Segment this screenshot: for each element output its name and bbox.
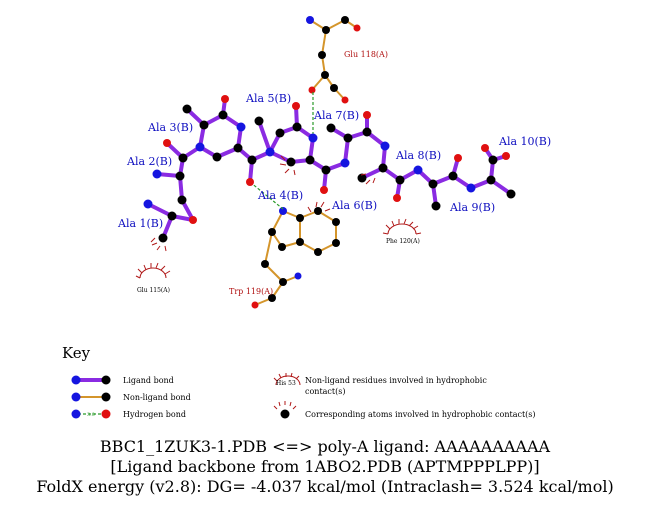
- hbond-ala4-trp119: [249, 181, 284, 210]
- residue-glu118: [306, 16, 361, 104]
- key-hydrophobic-residues-label-line1: Non-ligand residues involved in hydropho…: [305, 376, 487, 385]
- label-ala5: Ala 5(B): [245, 92, 291, 105]
- key-ligand-bond-sample: [71, 375, 111, 385]
- key-hydrophobic-residue-sample: His 53: [273, 372, 301, 387]
- label-ala4: Ala 4(B): [257, 189, 303, 202]
- label-ala8: Ala 8(B): [395, 149, 441, 162]
- label-phe120: Phe 120(A): [386, 238, 420, 245]
- label-trp119: Trp 119(A): [229, 287, 273, 296]
- label-glu115: Glu 115(A): [137, 287, 170, 294]
- residue-trp119: [251, 207, 340, 309]
- key-hbond-length: 3.0: [87, 412, 95, 418]
- label-ala9: Ala 9(B): [449, 201, 495, 214]
- key-ligand-bond-label: Ligand bond: [123, 376, 174, 385]
- caption-line2: [Ligand backbone from 1ABO2.PDB (APTMPPP…: [110, 457, 539, 476]
- key-hydrophobic-atom-sample: [273, 401, 297, 419]
- key-hydrophobic-atoms-label: Corresponding atoms involved in hydropho…: [305, 410, 536, 419]
- key-nonligand-bond-label: Non-ligand bond: [123, 393, 191, 402]
- label-glu118: Glu 118(A): [344, 50, 388, 59]
- key-hydrophobic-residues-label-line2: contact(s): [305, 387, 345, 396]
- hydrophobic-contacts: [135, 155, 422, 279]
- label-ala2: Ala 2(B): [126, 155, 172, 168]
- caption-line1: BBC1_1ZUK3-1.PDB <=> poly-A ligand: AAAA…: [100, 437, 551, 456]
- label-ala7: Ala 7(B): [313, 109, 359, 122]
- key-nonligand-bond-sample: [71, 392, 111, 402]
- label-ala3: Ala 3(B): [147, 121, 193, 134]
- label-ala10: Ala 10(B): [498, 135, 551, 148]
- caption-line3: FoldX energy (v2.8): DG= -4.037 kcal/mol…: [36, 477, 613, 496]
- label-ala6: Ala 6(B): [331, 199, 377, 212]
- key-hydrogen-bond-sample: 3.0: [71, 409, 111, 419]
- ligand-polya: [143, 95, 516, 243]
- key-title: Key: [62, 344, 91, 362]
- key-hydrogen-bond-label: Hydrogen bond: [123, 410, 186, 419]
- key-hydrophobic-example-label: His 53: [276, 380, 296, 387]
- label-ala1: Ala 1(B): [117, 217, 163, 230]
